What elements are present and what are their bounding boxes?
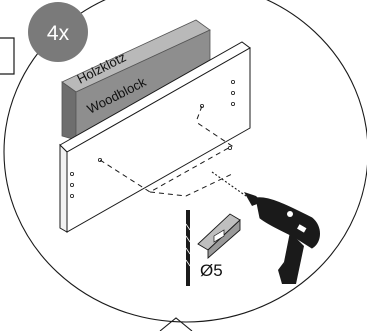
- dowel-icon: [197, 213, 241, 259]
- quantity-label: 4x: [47, 22, 70, 45]
- callout-pointer: [159, 317, 193, 331]
- power-drill-icon: [211, 171, 320, 284]
- panel: [59, 41, 251, 233]
- step-frame-box: [0, 37, 15, 75]
- drill-bit-diameter-label: Ø5: [200, 261, 223, 280]
- drill-bit: [185, 210, 191, 286]
- drill-guide-lines: [99, 105, 233, 197]
- quantity-badge: 4x: [28, 2, 88, 62]
- panel-holes-right: [230, 80, 235, 107]
- panel-holes-left: [70, 171, 75, 198]
